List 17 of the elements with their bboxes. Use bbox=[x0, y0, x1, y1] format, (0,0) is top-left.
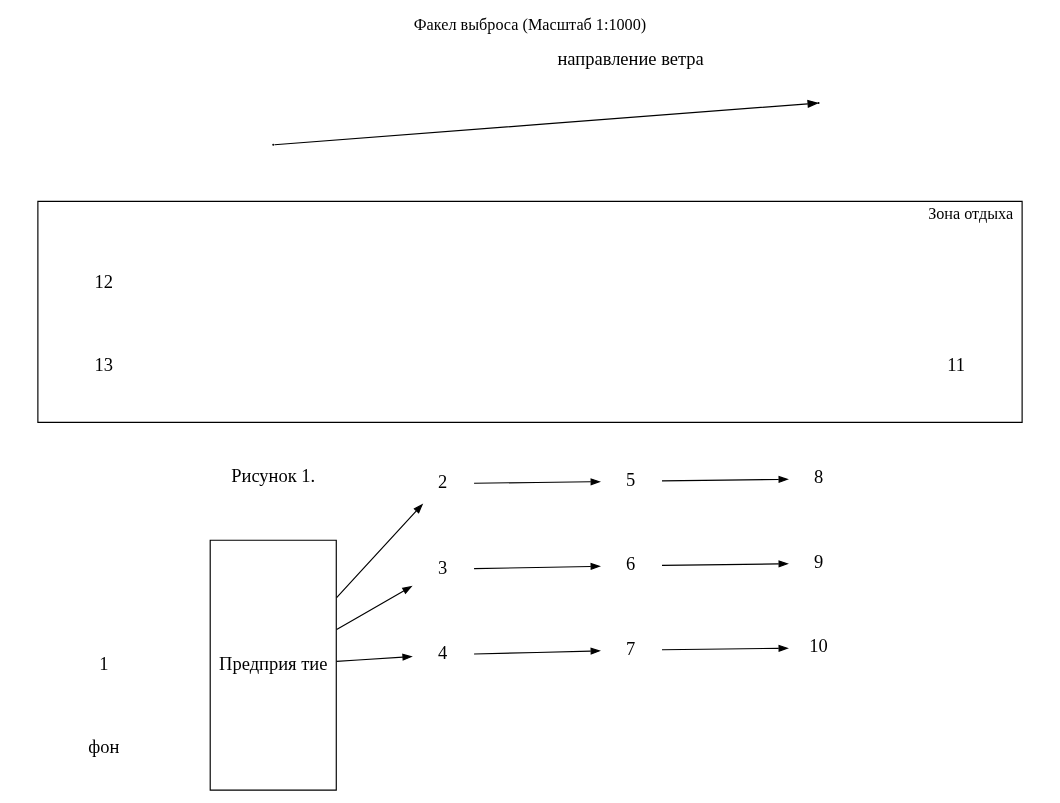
node-text: 11 bbox=[947, 355, 966, 376]
node-text: 2 bbox=[438, 472, 448, 493]
node-text: 4 bbox=[438, 643, 448, 664]
label: фон bbox=[88, 736, 120, 757]
node-text: 13 bbox=[94, 355, 114, 376]
diagram-title: Факел выброса (Масштаб 1:1000) bbox=[413, 16, 647, 35]
node-text: 10 bbox=[809, 636, 828, 657]
node-text: 12 bbox=[94, 271, 114, 292]
label: Рисунок 1. bbox=[231, 466, 316, 487]
label: направление ветра bbox=[557, 48, 704, 69]
node-text: 3 bbox=[438, 557, 448, 578]
node-text: 6 bbox=[626, 554, 636, 575]
node-text: 8 bbox=[813, 467, 824, 488]
node-text: 7 bbox=[626, 638, 636, 659]
node-text: 9 bbox=[813, 551, 824, 572]
label: 1 bbox=[99, 653, 109, 674]
node-text: 5 bbox=[626, 469, 636, 490]
